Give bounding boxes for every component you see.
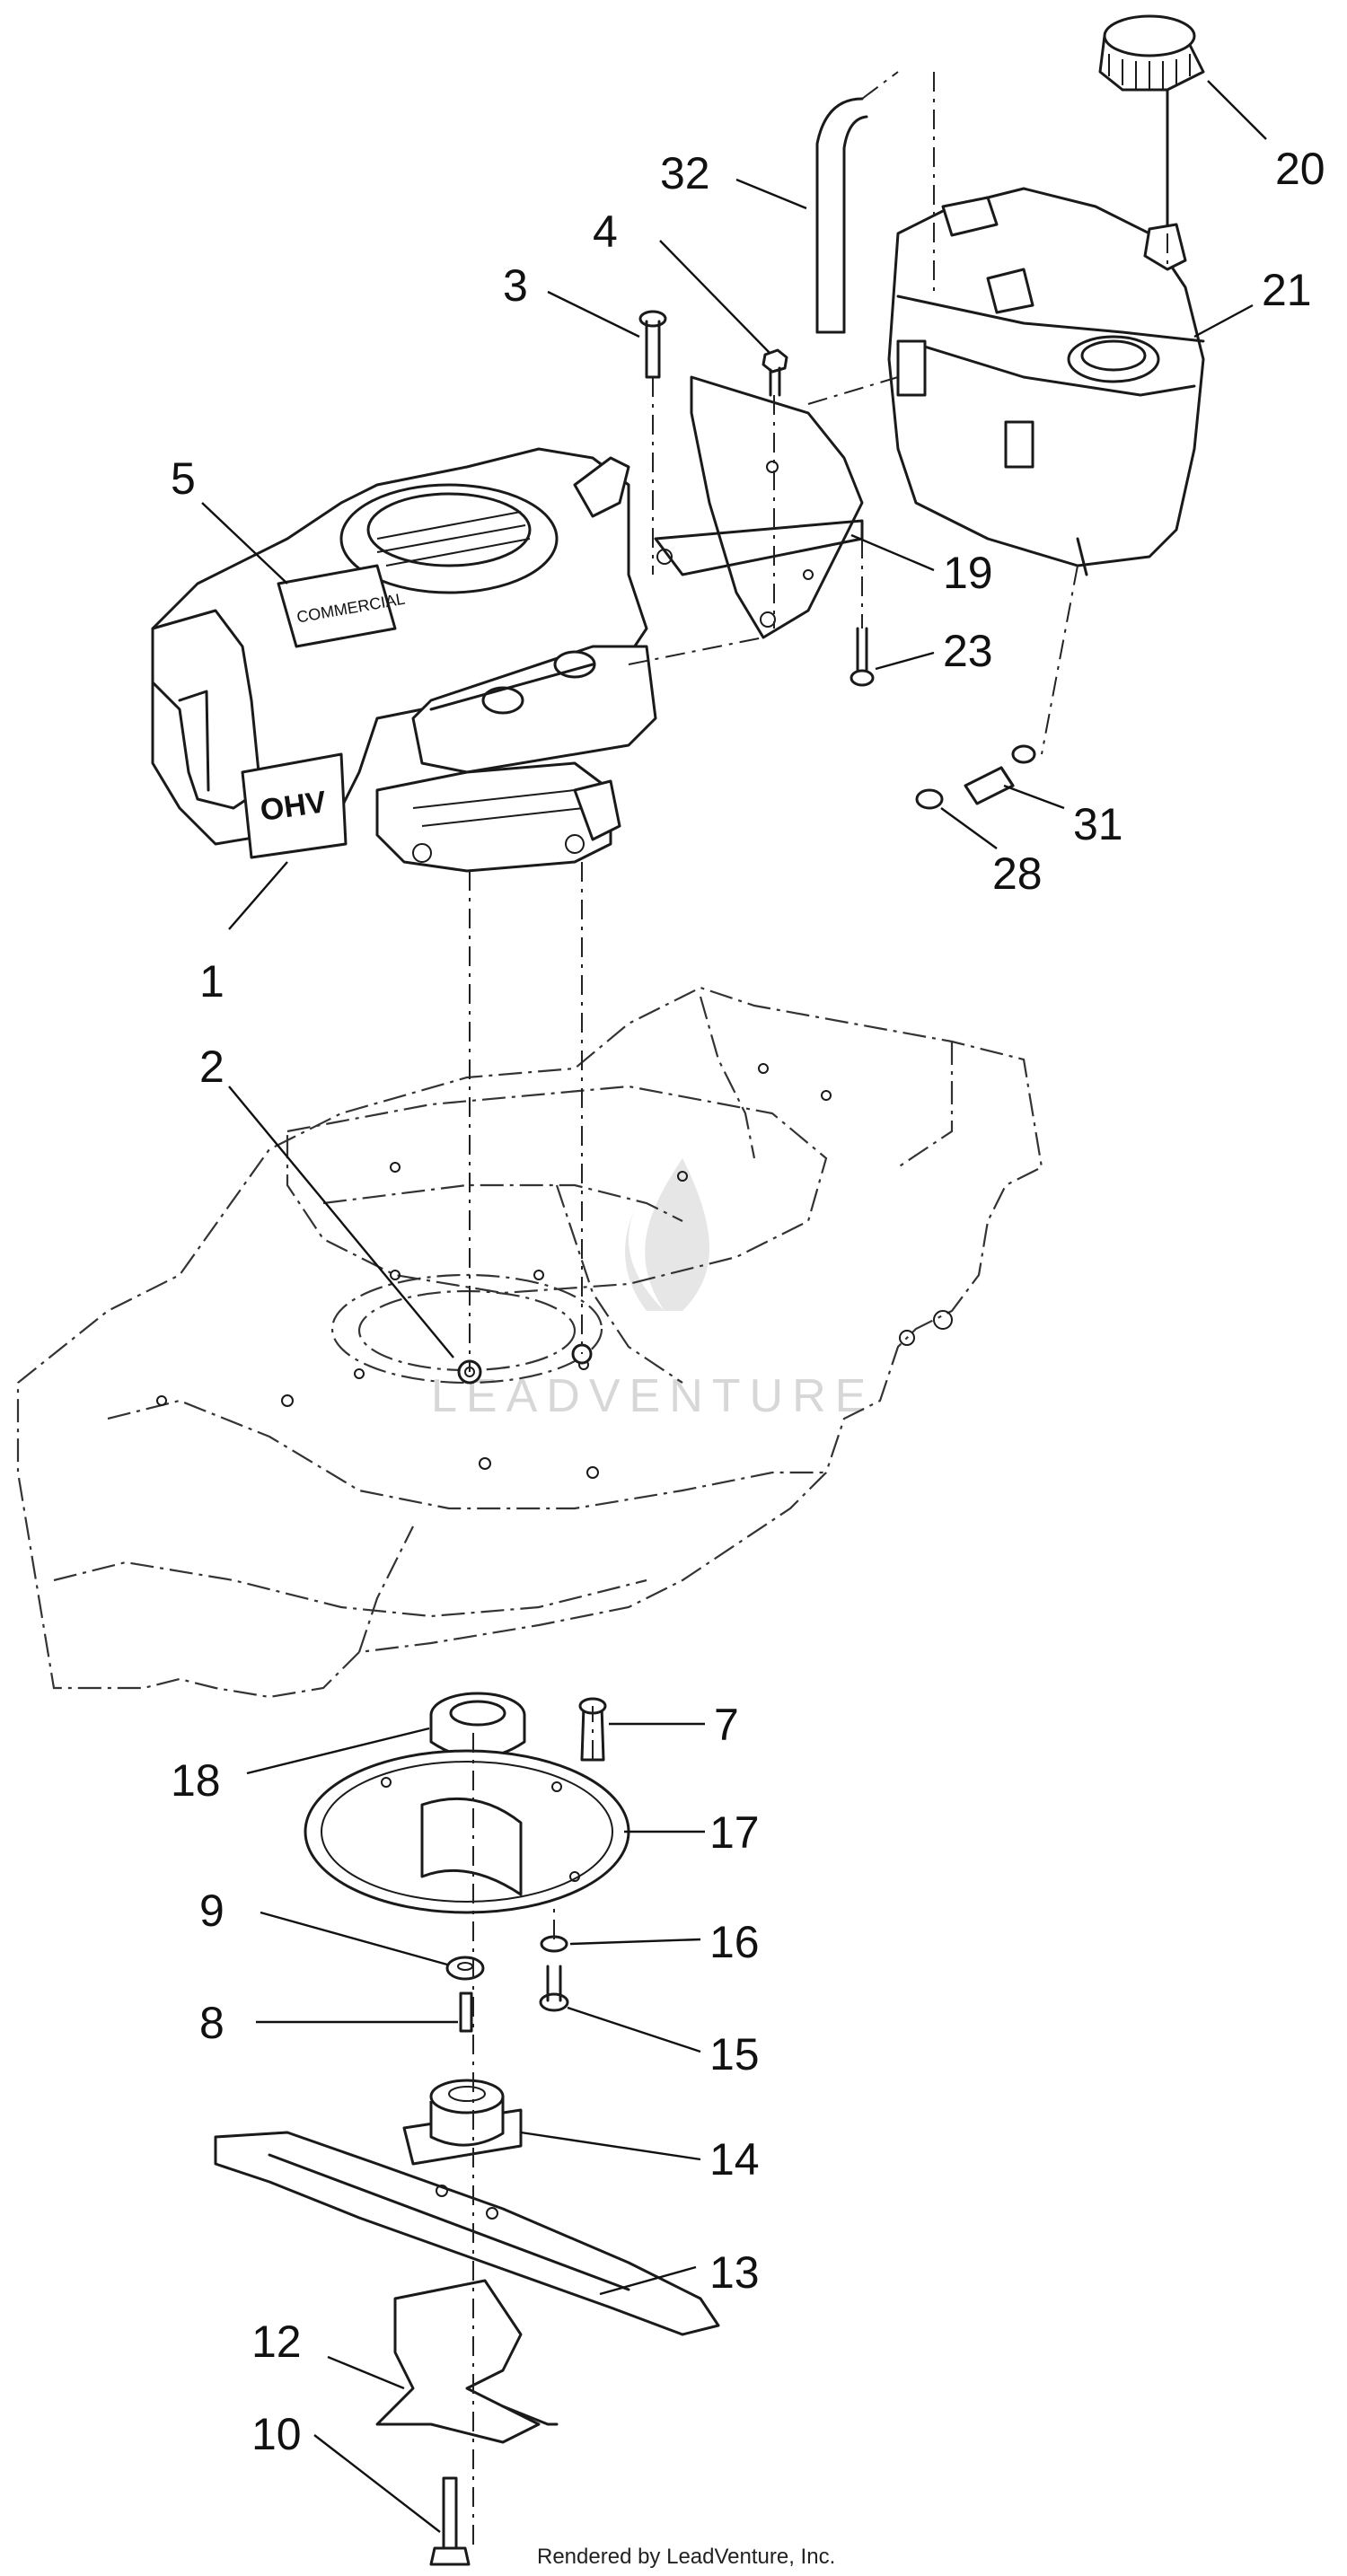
part-28-clamp [915, 744, 1036, 810]
callout-5: 5 [171, 453, 196, 504]
part-13-blade [214, 2131, 720, 2336]
part-21-fuel-tank [887, 187, 1205, 576]
part-19-bracket [654, 375, 864, 639]
callout-21: 21 [1262, 265, 1312, 315]
part-15-bolt [539, 1965, 569, 2012]
part-9-washer [445, 1956, 485, 1981]
watermark: LEADVENTURE [431, 1158, 875, 1422]
callout-32: 32 [660, 148, 710, 198]
callout-3: 3 [503, 260, 528, 311]
part-3-bolt [638, 310, 667, 379]
part-4-bolt [762, 348, 788, 397]
callout-labels: 1 2 3 4 5 7 8 9 10 12 13 14 15 16 17 18 … [171, 144, 1325, 2459]
part-1-engine: COMMERCIAL OHV [151, 447, 657, 873]
credit-text: Rendered by LeadVenture, Inc. [537, 2545, 835, 2569]
callout-20: 20 [1275, 144, 1325, 194]
callout-4: 4 [593, 207, 618, 257]
watermark-flame-icon [625, 1158, 709, 1311]
callout-23: 23 [943, 626, 993, 676]
mower-deck [16, 986, 1043, 1699]
assembly-lines [469, 71, 1168, 2550]
callout-1: 1 [199, 956, 224, 1007]
callout-19: 19 [943, 548, 993, 598]
watermark-text: LEADVENTURE [431, 1370, 875, 1422]
part-32-fuel-line [815, 97, 868, 334]
callout-2: 2 [199, 1042, 224, 1092]
callout-13: 13 [709, 2247, 760, 2298]
callout-15: 15 [709, 2029, 760, 2079]
part-17-baffle [304, 1749, 630, 1914]
leader-lines [201, 80, 1267, 2533]
part-14-adapter [402, 2079, 523, 2166]
part-31-hose [964, 766, 1015, 805]
callout-14: 14 [709, 2134, 760, 2185]
callout-7: 7 [714, 1700, 739, 1750]
part-8-key [459, 1991, 473, 2033]
part-10-bolt [429, 2476, 471, 2566]
callout-12: 12 [251, 2317, 302, 2367]
callout-16: 16 [709, 1917, 760, 1967]
callout-8: 8 [199, 1998, 224, 2048]
callout-31: 31 [1073, 799, 1123, 849]
part-12-mulch-blade [375, 2279, 559, 2444]
callout-28: 28 [992, 848, 1043, 899]
part-18-bearing [429, 1692, 526, 1759]
callout-18: 18 [171, 1755, 221, 1806]
callout-17: 17 [709, 1807, 760, 1858]
callout-9: 9 [199, 1886, 224, 1936]
part-20-fuel-cap [1098, 14, 1205, 271]
callout-10: 10 [251, 2409, 302, 2459]
part-23-bolt [850, 627, 875, 687]
